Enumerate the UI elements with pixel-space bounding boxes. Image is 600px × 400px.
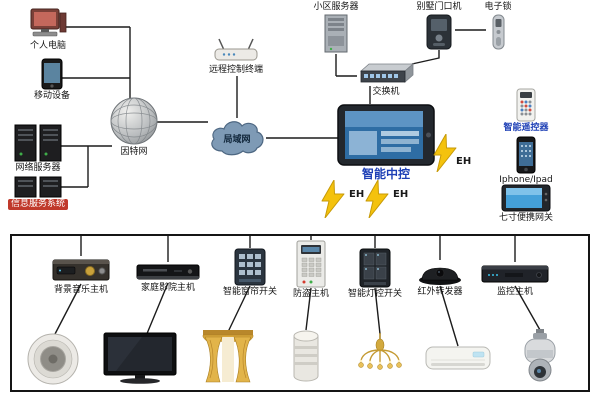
- remote-terminal-label: 远程控制终端: [208, 65, 263, 75]
- eh-label-mid: EH: [393, 189, 409, 200]
- control-tablet-icon: [337, 104, 435, 166]
- ir-repeater-node: 红外转发器: [404, 260, 476, 298]
- ir-repeater-label: 红外转发器: [417, 287, 463, 297]
- remote-control-icon: [516, 88, 536, 122]
- curtain-switch-node: 智能窗帘开关: [214, 248, 286, 298]
- ptz-camera-icon: [524, 329, 556, 382]
- internet-label: 因特网: [120, 147, 148, 157]
- bgm-host-label: 背景音乐主机: [53, 285, 108, 295]
- iphone-ipad-label: Iphone/Ipad: [499, 175, 553, 185]
- network-switch-icon: [359, 63, 415, 83]
- info-service-node: 信息服务系统: [8, 176, 69, 210]
- portable-gateway-icon: [501, 184, 551, 212]
- desktop-computer-icon: [30, 8, 67, 37]
- pc-label: 个人电脑: [29, 41, 66, 51]
- alarm-host-node: 防盗主机: [275, 240, 347, 300]
- theater-host-label: 家庭影院主机: [140, 283, 195, 293]
- electronic-lock-node: 电子锁: [468, 2, 528, 50]
- light-keypad-icon: [359, 248, 391, 288]
- bgm-host-node: 背景音乐主机: [45, 256, 117, 296]
- air-conditioner-icon: [425, 346, 491, 370]
- central-control-node: 智能中控: [337, 104, 435, 181]
- cloud-icon: [211, 121, 264, 156]
- light-switch-node: 智能灯控开关: [339, 248, 411, 300]
- alarm-panel-icon: [296, 240, 326, 288]
- theater-host-node: 家庭影院主机: [132, 262, 204, 294]
- curtain-switch-label: 智能窗帘开关: [222, 287, 277, 297]
- alarm-host-label: 防盗主机: [292, 289, 329, 299]
- central-control-label: 智能中控: [361, 167, 410, 181]
- amplifier-icon: [52, 259, 110, 281]
- eh-label-right: EH: [456, 156, 472, 167]
- iphone-icon: [516, 136, 536, 174]
- lan-cloud-node: 局域网: [206, 116, 268, 160]
- lightning-bolt-icon: [433, 134, 457, 172]
- mobile-label: 移动设备: [33, 91, 70, 101]
- portable-gateway-label: 七寸便携网关: [498, 213, 553, 223]
- network-server-node: 网络服务器: [10, 124, 66, 174]
- mobile-node: 移动设备: [30, 58, 74, 102]
- community-server-node: 小区服务器: [304, 2, 368, 54]
- dvd-player-icon: [136, 264, 200, 280]
- smart-remote-label: 智能遥控器: [503, 123, 549, 133]
- smart-remote-node: 智能遥控器: [498, 88, 554, 134]
- lightning-bolt-icon: [321, 180, 345, 218]
- switch-label: 交换机: [372, 87, 400, 97]
- tv-icon: [103, 332, 177, 384]
- wireless-router-icon: [214, 38, 258, 61]
- internet-node: 因特网: [108, 96, 160, 158]
- door-intercom-icon: [426, 14, 452, 50]
- siren-sensor-icon: [293, 330, 319, 382]
- portable-gateway-node: 七寸便携网关: [494, 184, 558, 224]
- network-server-label: 网络服务器: [15, 163, 61, 173]
- device-box: [10, 234, 590, 392]
- remote-terminal-node: 远程控制终端: [204, 38, 268, 76]
- curtain-keypad-icon: [234, 248, 266, 286]
- pc-node: 个人电脑: [24, 8, 72, 52]
- iphone-ipad-node: Iphone/Ipad: [499, 136, 553, 186]
- dvr-icon: [481, 265, 549, 283]
- community-server-icon: [324, 14, 348, 53]
- eh-label-left: EH: [349, 189, 365, 200]
- globe-sphere-icon: [110, 97, 158, 145]
- door-station-label: 别墅门口机: [416, 2, 462, 12]
- monitor-host-label: 监控主机: [496, 287, 533, 297]
- door-station-node: 别墅门口机: [404, 2, 474, 50]
- monitor-host-node: 监控主机: [479, 262, 551, 298]
- community-server-label: 小区服务器: [313, 2, 359, 12]
- switch-node: 交换机: [354, 62, 418, 98]
- mobile-phone-icon: [41, 58, 63, 90]
- chandelier-icon: [358, 333, 402, 370]
- door-lock-icon: [492, 14, 505, 50]
- lan-label: 局域网: [223, 135, 251, 145]
- server-towers-small-icon: [14, 176, 62, 198]
- ir-repeater-icon: [419, 267, 461, 285]
- server-towers-icon: [14, 124, 62, 162]
- electronic-lock-label: 电子锁: [484, 2, 512, 12]
- lightning-bolt-icon: [365, 180, 389, 218]
- ceiling-speaker-icon: [27, 333, 79, 385]
- light-switch-label: 智能灯控开关: [347, 289, 402, 299]
- curtain-icon: [202, 330, 254, 383]
- info-service-label: 信息服务系统: [8, 199, 69, 210]
